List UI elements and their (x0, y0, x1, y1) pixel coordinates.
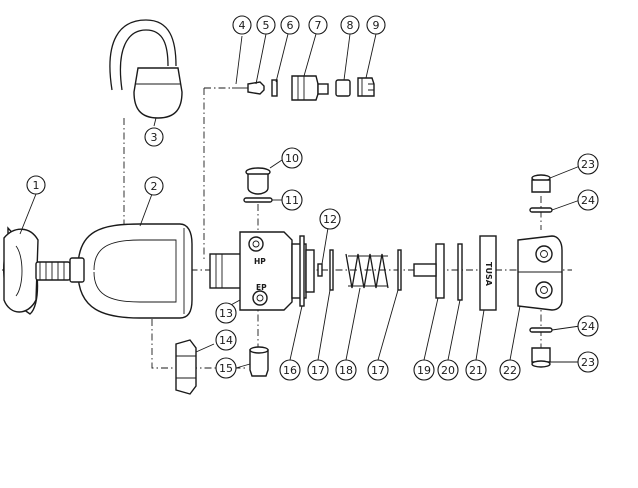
callout-22: 22 (499, 359, 521, 381)
svg-text:15: 15 (219, 362, 233, 375)
callout-24-bottom: 24 (577, 315, 599, 337)
callout-5: 5 (256, 15, 276, 35)
part-23-plug-top (531, 174, 551, 193)
svg-text:7: 7 (315, 19, 322, 32)
svg-text:14: 14 (219, 334, 233, 347)
svg-text:13: 13 (219, 307, 233, 320)
svg-text:10: 10 (285, 152, 299, 165)
part-22-lp-turret (517, 235, 563, 311)
svg-text:22: 22 (503, 364, 517, 377)
svg-text:23: 23 (581, 158, 595, 171)
part-16-washer (299, 235, 305, 307)
callout-3: 3 (144, 127, 164, 147)
part-21-end-cap: TUSA (479, 235, 497, 311)
svg-text:17: 17 (371, 364, 385, 377)
callout-2: 2 (144, 176, 164, 196)
projection-line-4-9 (203, 87, 232, 262)
callout-21: 21 (465, 359, 487, 381)
part-15-filter (249, 346, 269, 377)
part-3-dust-cap (109, 19, 183, 119)
part-17-spacer (329, 249, 402, 291)
part-20-oring (457, 243, 463, 301)
part-13-first-stage-body: HP EP (209, 231, 315, 311)
callout-13: 13 (215, 302, 237, 324)
part-23-plug-bottom (531, 347, 551, 368)
svg-text:21: 21 (469, 364, 483, 377)
part-14-yoke-knob (175, 339, 197, 395)
part-10-hp-plug (245, 167, 271, 195)
svg-text:12: 12 (323, 213, 337, 226)
svg-text:5: 5 (263, 19, 270, 32)
callout-1: 1 (26, 175, 46, 195)
svg-text:2: 2 (151, 180, 158, 193)
svg-text:9: 9 (373, 19, 380, 32)
svg-text:4: 4 (239, 19, 246, 32)
callout-17: 17 (307, 359, 329, 381)
svg-text:20: 20 (441, 364, 455, 377)
callout-19: 19 (413, 359, 435, 381)
parts-4-9-small-parts (232, 75, 375, 101)
svg-text:8: 8 (347, 19, 354, 32)
ep-port-stamp: EP (256, 283, 267, 292)
part-19-piston (413, 243, 445, 299)
hp-port-stamp: HP (254, 257, 266, 266)
svg-text:24: 24 (581, 194, 595, 207)
leader-lines (19, 33, 581, 369)
callout-15: 15 (215, 357, 237, 379)
svg-text:17: 17 (311, 364, 325, 377)
brand-mark: TUSA (484, 262, 493, 287)
part-18-spring (345, 253, 389, 289)
svg-text:3: 3 (151, 131, 158, 144)
callout-24-top: 24 (577, 189, 599, 211)
callout-16: 16 (279, 359, 301, 381)
part-11-oring (243, 197, 273, 203)
svg-text:16: 16 (283, 364, 297, 377)
callout-20: 20 (437, 359, 459, 381)
callout-23-top: 23 (577, 153, 599, 175)
callout-23-bottom: 23 (577, 351, 599, 373)
svg-text:24: 24 (581, 320, 595, 333)
part-1-purge-cover (3, 226, 71, 315)
svg-text:23: 23 (581, 356, 595, 369)
svg-text:11: 11 (285, 194, 299, 207)
callout-12: 12 (319, 208, 341, 230)
part-24-oring-bottom (529, 327, 553, 333)
callout-4: 4 (232, 15, 252, 35)
callout-18: 18 (335, 359, 357, 381)
callout-6: 6 (280, 15, 300, 35)
callout-11: 11 (281, 189, 303, 211)
part-12-oring (317, 263, 323, 277)
svg-text:6: 6 (287, 19, 294, 32)
svg-text:18: 18 (339, 364, 353, 377)
callout-17b: 17 (367, 359, 389, 381)
callout-8: 8 (340, 15, 360, 35)
callout-14: 14 (215, 329, 237, 351)
svg-text:1: 1 (33, 179, 40, 192)
part-24-oring-top (529, 207, 553, 213)
callout-9: 9 (366, 15, 386, 35)
part-2-yoke (69, 223, 193, 319)
svg-text:19: 19 (417, 364, 431, 377)
callout-7: 7 (308, 15, 328, 35)
callout-10: 10 (281, 147, 303, 169)
